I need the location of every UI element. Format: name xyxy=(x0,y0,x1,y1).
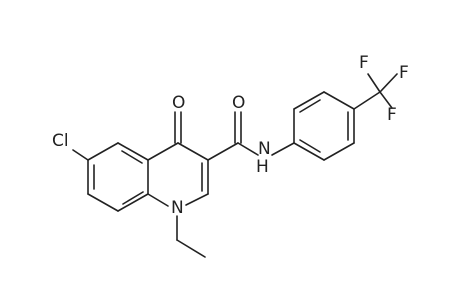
fluorine-label-1: F xyxy=(359,53,369,73)
bond xyxy=(87,193,119,212)
bond xyxy=(176,239,206,258)
bond xyxy=(117,193,149,212)
bond xyxy=(293,142,325,161)
bond xyxy=(271,142,295,156)
bond xyxy=(117,142,149,161)
bond xyxy=(147,142,179,161)
bond xyxy=(379,73,398,93)
bond xyxy=(367,73,381,93)
ketone-oxygen-label: O xyxy=(172,93,185,113)
bond xyxy=(177,142,209,161)
amide-nh-label: H xyxy=(256,157,269,177)
chlorine-label: Cl xyxy=(52,131,69,151)
bond-inner xyxy=(299,139,321,153)
bond-inner xyxy=(299,99,321,113)
bond-inner xyxy=(122,191,144,205)
bond xyxy=(379,91,393,109)
bond xyxy=(353,91,381,110)
bond xyxy=(237,142,259,156)
bond xyxy=(185,193,209,206)
atom-labels: O O Cl N H N F F F xyxy=(52,53,409,218)
bond-inner xyxy=(121,150,143,164)
bond xyxy=(147,193,169,207)
bond xyxy=(72,149,89,161)
amide-oxygen-label: O xyxy=(232,93,245,113)
bond xyxy=(207,142,239,161)
bond xyxy=(293,91,325,110)
fluorine-label-3: F xyxy=(387,105,397,125)
bonds xyxy=(72,73,398,258)
ring-nitrogen-label: N xyxy=(171,198,184,218)
amide-n-label: N xyxy=(258,139,271,159)
bond xyxy=(87,142,119,161)
bond xyxy=(323,91,355,110)
fluorine-label-2: F xyxy=(399,63,409,83)
bond xyxy=(323,142,355,161)
